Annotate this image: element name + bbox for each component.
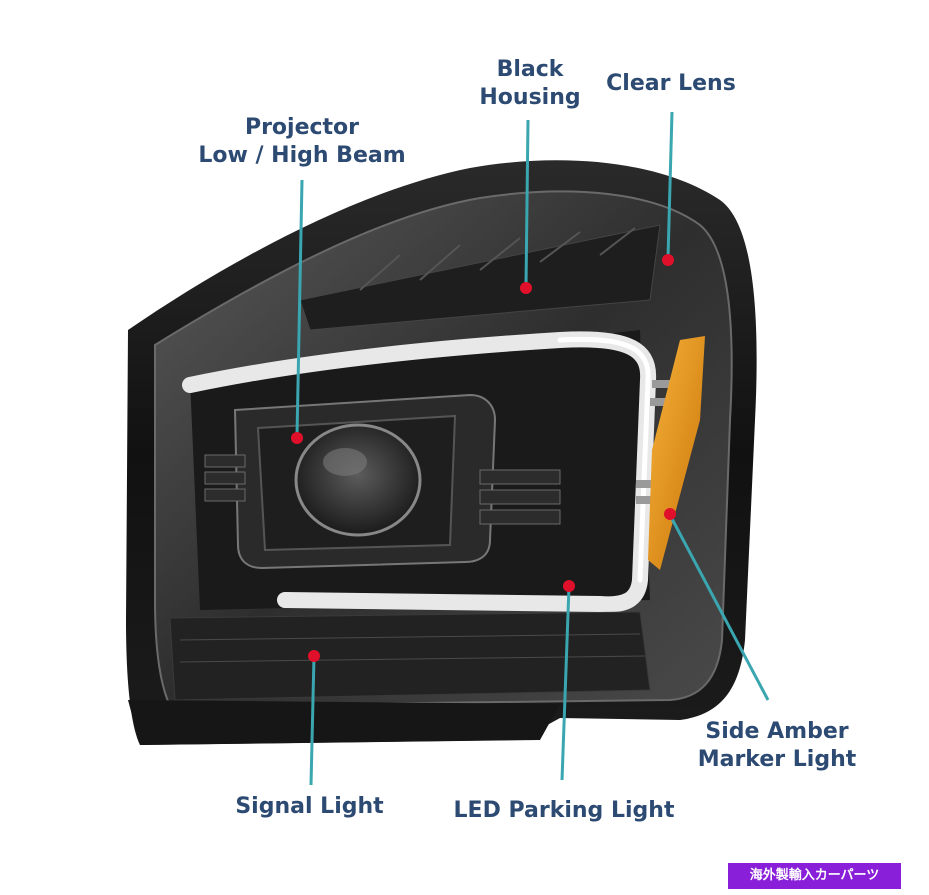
projector-lens <box>294 423 422 537</box>
label-line: Marker Light <box>697 747 857 772</box>
label-line: Low / High Beam <box>198 143 406 168</box>
upper-reflector <box>299 224 661 331</box>
label-signal-light: Signal Light <box>222 793 397 821</box>
signal-lens-area <box>169 611 651 701</box>
leader-side-amber <box>668 514 770 701</box>
label-line: Signal Light <box>235 794 384 819</box>
watermark-badge: 海外製輸入カーパーツ <box>728 863 901 889</box>
label-line: Black <box>496 57 564 82</box>
amber-marker <box>648 336 705 570</box>
leader-lines <box>295 111 770 786</box>
label-line: Projector <box>244 115 360 140</box>
label-line: LED Parking Light <box>453 798 675 823</box>
dot-side-amber <box>664 508 676 520</box>
leader-black-housing <box>524 119 530 287</box>
dot-black-housing <box>520 282 532 294</box>
dot-signal <box>308 650 320 662</box>
label-line: Housing <box>479 85 581 110</box>
dot-projector <box>291 432 303 444</box>
marker-dots <box>291 254 676 662</box>
label-line: Clear Lens <box>606 71 736 96</box>
label-line: Side Amber <box>705 719 849 744</box>
label-side-amber-marker: Side Amber Marker Light <box>682 718 872 774</box>
dot-clear-lens <box>662 254 674 266</box>
label-clear-lens: Clear Lens <box>596 70 746 98</box>
dot-led-parking <box>563 580 575 592</box>
label-led-parking-light: LED Parking Light <box>438 797 690 825</box>
leader-projector <box>295 179 304 437</box>
leader-clear-lens <box>666 111 674 259</box>
leader-signal <box>309 655 316 786</box>
label-projector: Projector Low / High Beam <box>186 114 418 170</box>
leader-led-parking <box>560 585 571 781</box>
label-black-housing: Black Housing <box>470 56 590 112</box>
